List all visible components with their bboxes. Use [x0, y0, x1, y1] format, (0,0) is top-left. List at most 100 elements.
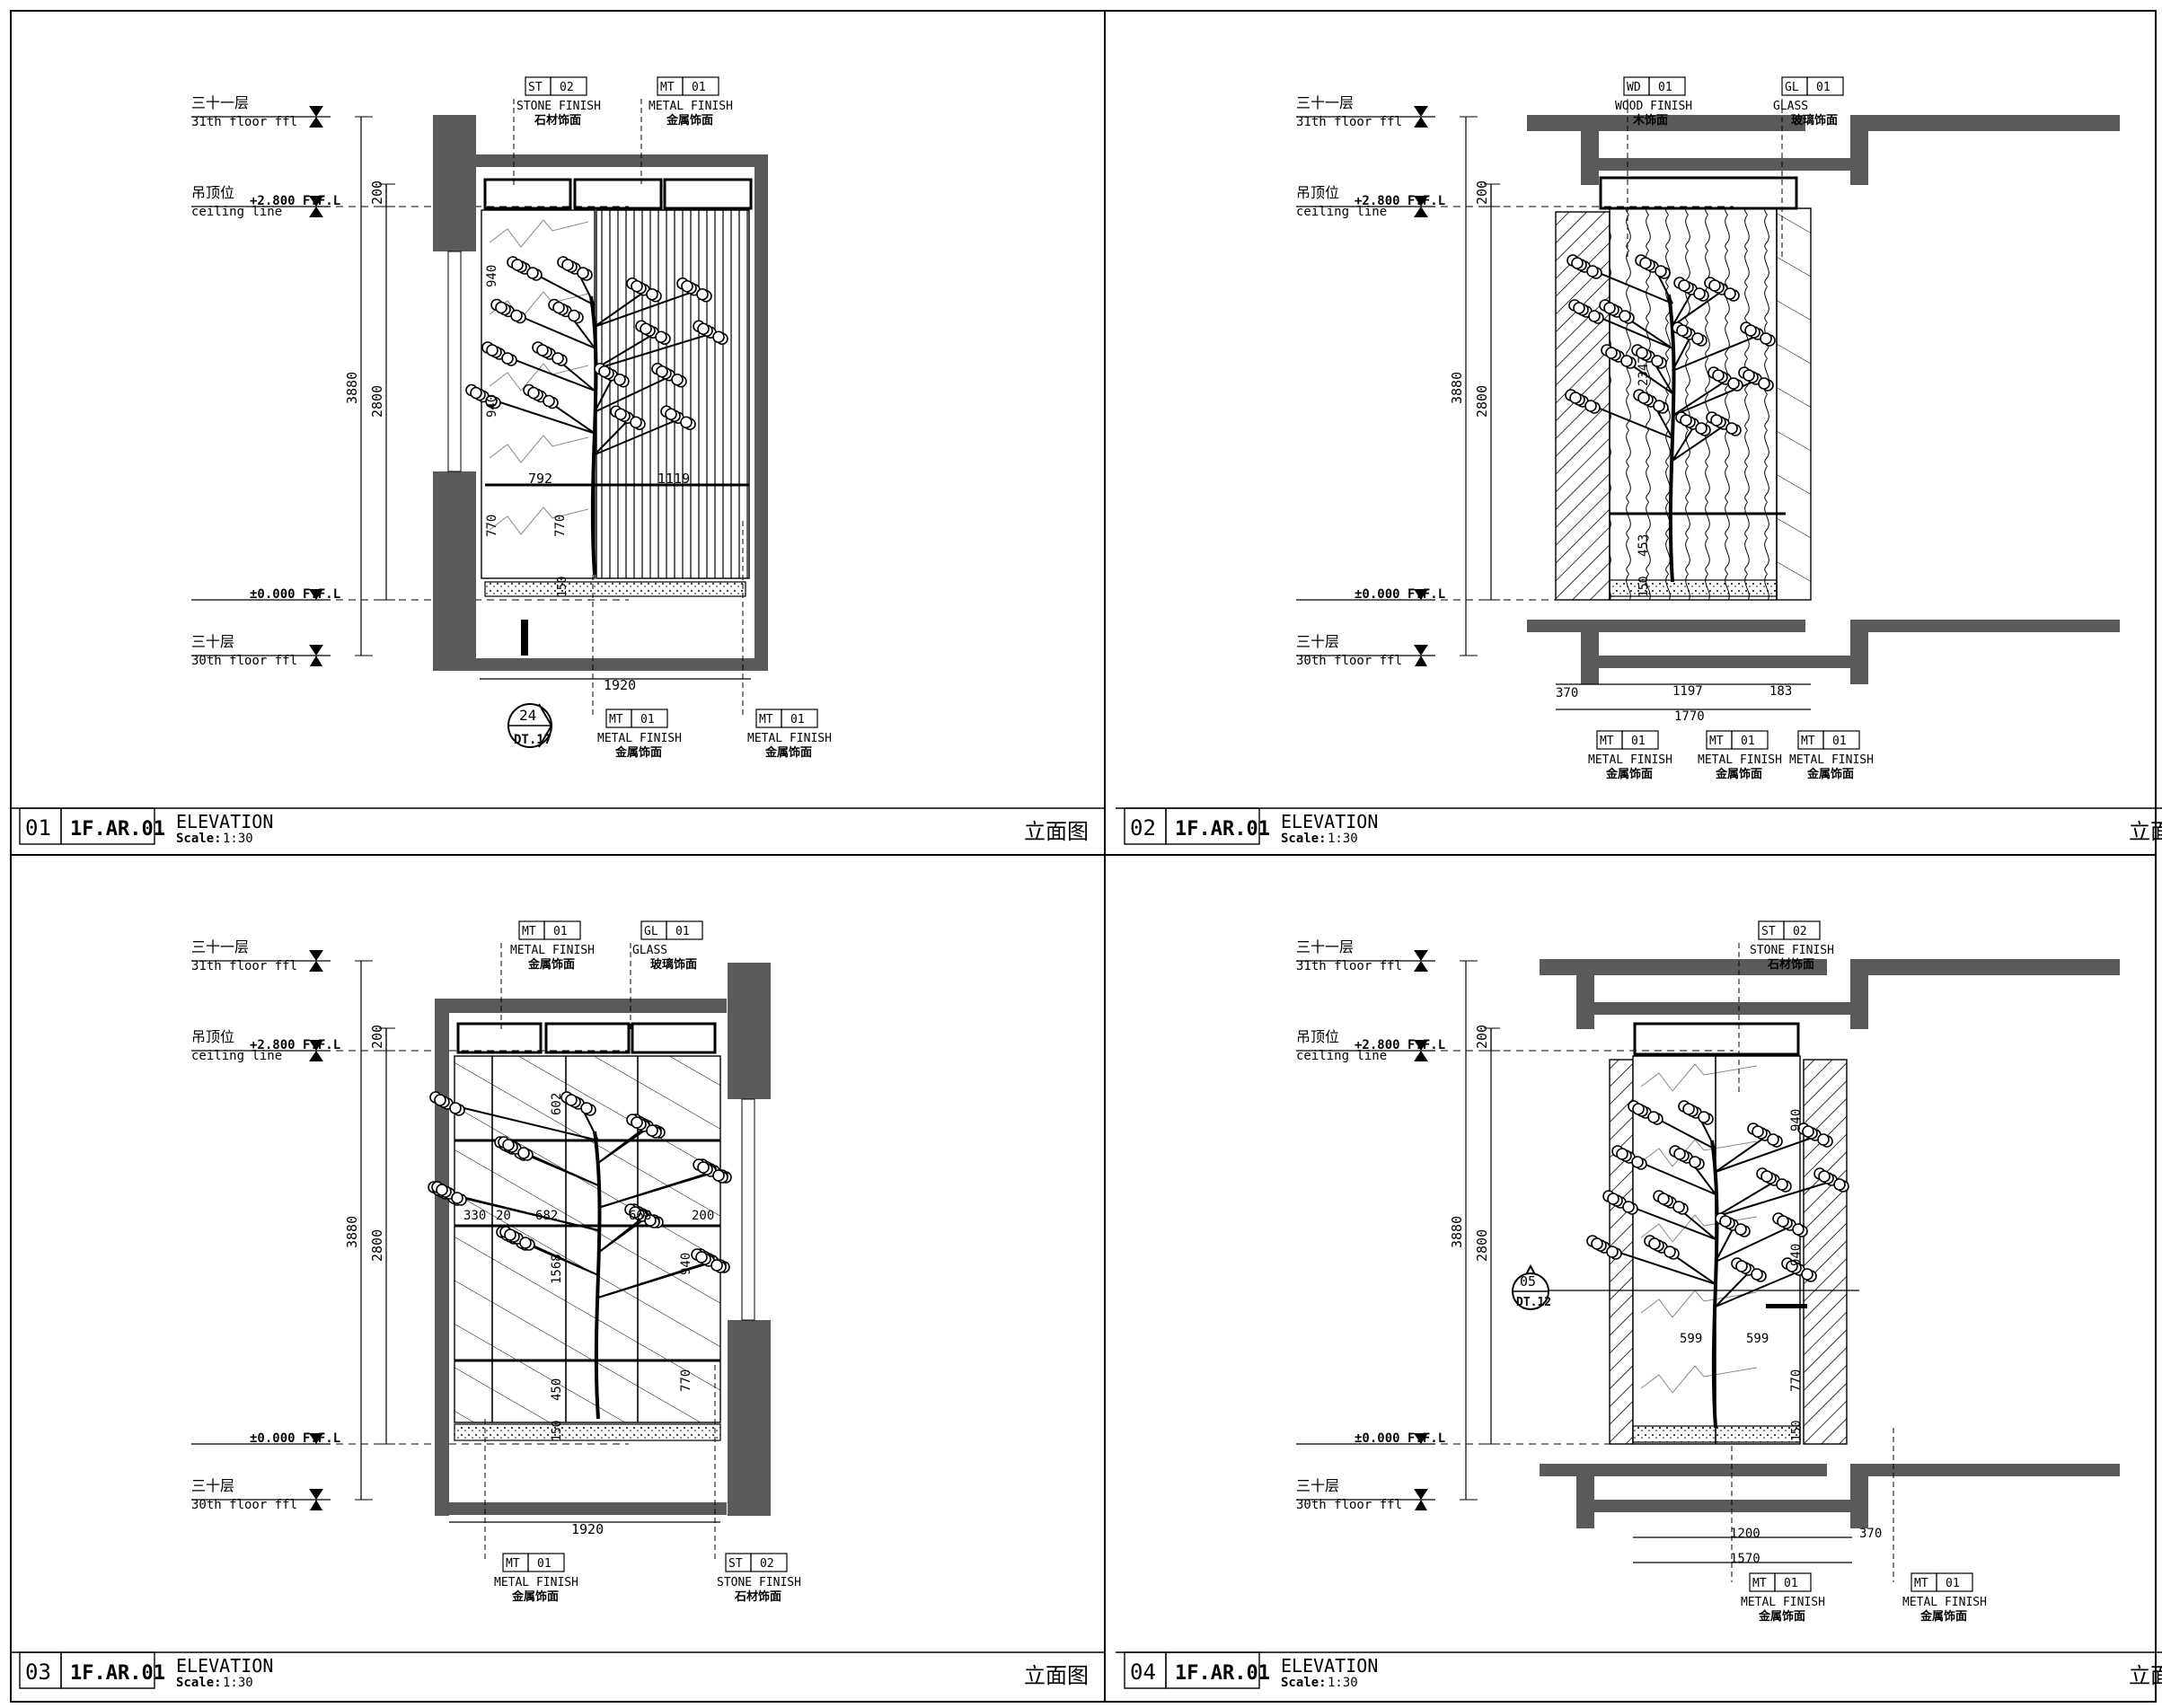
wall-bottom	[435, 1502, 727, 1515]
tag-mt01-top-num-box	[543, 920, 581, 940]
level-31-en: 31th floor ffl	[1296, 115, 1402, 129]
tree-04-leaf	[1616, 1148, 1628, 1160]
callout-ref: DT.17	[514, 733, 552, 747]
level-30-cn: 三十层	[1296, 633, 1339, 650]
tree-04-leaf	[1591, 1237, 1603, 1250]
tree-01-branch	[594, 374, 672, 413]
title-ref: 1F.AR.01	[70, 818, 165, 841]
tag-gl01-code: GL	[1785, 81, 1799, 94]
tree-04-leaf	[1631, 1156, 1644, 1168]
tree-02-leaf	[1708, 279, 1721, 292]
title-scale-label: Scale:	[176, 832, 222, 846]
tree-04-leaf	[1786, 1260, 1798, 1272]
dim-1920: 1920	[604, 677, 636, 693]
tree-01-leaf	[680, 416, 693, 429]
tree-04-leaf	[1632, 1103, 1645, 1115]
tree-02-leaf	[1676, 324, 1689, 337]
tree-02-leaf	[1727, 377, 1740, 390]
title-scale-label: Scale:	[1281, 1676, 1327, 1690]
tree-04-leaf	[1663, 1246, 1676, 1258]
tag-mt01-b-num: 01	[1946, 1577, 1960, 1590]
level-ffl-marker	[1414, 1433, 1428, 1444]
tag-st02-num: 02	[1793, 925, 1807, 938]
tree-02-leaf	[1651, 355, 1663, 367]
tree-04-leaf	[1689, 1156, 1701, 1168]
stone-veins-vein	[1640, 1063, 1757, 1092]
tree-02-leaf	[1712, 369, 1725, 382]
tag-st02-code: ST	[1761, 925, 1776, 938]
slab-bot-right	[1850, 620, 2120, 632]
tree-01-leaf	[598, 365, 611, 378]
level-31-cn: 三十一层	[191, 938, 249, 955]
dim-1200: 1200	[1730, 1527, 1760, 1541]
tree-01-branch	[594, 418, 681, 456]
level-30-cn: 三十层	[191, 633, 234, 650]
tag-mt01-top-num-box	[682, 76, 719, 96]
tree-04-leaf	[1767, 1133, 1779, 1146]
title-cn: 立面图	[2129, 819, 2162, 844]
dim-200: 200	[369, 180, 385, 205]
dim-450: 450	[550, 1378, 564, 1401]
dim-770: 770	[679, 1369, 693, 1392]
dim-1119: 1119	[657, 471, 690, 487]
level-30-marker	[309, 645, 323, 656]
dim-3880: 3880	[344, 372, 360, 404]
stone-veins-vein	[1640, 1214, 1757, 1243]
tree-04-leaf	[1672, 1201, 1685, 1213]
window-jamb	[447, 251, 462, 472]
tree-02-leaf	[1586, 265, 1599, 277]
dim-602: 602	[550, 1093, 564, 1115]
dim-1770: 1770	[1674, 709, 1705, 724]
dim-3880: 3880	[1449, 372, 1465, 404]
tag-gl01-en: GLASS	[1773, 100, 1808, 113]
tag-gl01-cn: 玻璃饰面	[650, 957, 697, 972]
tree-04-leaf	[1607, 1193, 1619, 1205]
tree-01-leaf	[697, 322, 710, 336]
sheet-frame	[10, 10, 2157, 1703]
level-30-marker	[1414, 1489, 1428, 1500]
level-30-marker-b	[1415, 656, 1427, 666]
tag-mt-a-cn: 金属饰面	[1605, 767, 1653, 781]
tag-mt-b-num-box	[1731, 730, 1769, 750]
level-30-en: 30th floor ffl	[1296, 1498, 1402, 1512]
title-scale-label: Scale:	[176, 1676, 222, 1690]
level-31-cn: 三十一层	[1296, 938, 1354, 955]
title-number: 01	[25, 815, 51, 841]
beam-left	[1576, 975, 1594, 1029]
beam-right	[1850, 975, 1868, 1029]
level-31-marker	[1414, 106, 1428, 117]
tree-02-leaf	[1680, 414, 1692, 427]
dim-20: 20	[496, 1209, 511, 1223]
tag-mt-a-num-box	[1621, 730, 1659, 750]
tree-04-leaf	[1792, 1223, 1805, 1236]
ceiling-soffit	[1594, 1002, 1855, 1015]
tag-mt01-top-code: MT	[522, 925, 536, 938]
tree-03-leaf	[434, 1094, 446, 1106]
dim-200: 200	[1474, 180, 1490, 205]
title-number: 02	[1130, 815, 1156, 841]
tag-mt-b-num: 01	[1741, 735, 1755, 748]
level-30-marker-b	[310, 656, 322, 666]
slab-bot-right	[1850, 1464, 2120, 1476]
tag-wd01-en: WOOD FINISH	[1615, 100, 1692, 113]
tag-mt-a-num: 01	[1631, 735, 1646, 748]
tree-02-leaf	[1637, 392, 1650, 404]
level-ceiling-marker-b	[309, 1051, 323, 1061]
tree-02-leaf	[1653, 400, 1665, 412]
title-elevation: ELEVATION	[1281, 1655, 1378, 1677]
dim-150: 150	[1637, 577, 1651, 597]
tree-04-leaf	[1802, 1125, 1814, 1138]
level-ceiling-marker	[1414, 196, 1428, 207]
level-ceiling-marker	[309, 1040, 323, 1051]
tag-wd01-cn: 木饰面	[1632, 113, 1668, 128]
callout-num: 24	[519, 707, 536, 724]
dim-940-a: 940	[1789, 1109, 1804, 1131]
level-31-marker-b	[309, 117, 323, 128]
tree-04-leaf	[1735, 1260, 1748, 1272]
tree-01-leaf	[501, 352, 514, 365]
tag-mt01-top-en: METAL FINISH	[510, 944, 595, 957]
tag-st02-bot-code: ST	[728, 1557, 743, 1571]
beam-bot-right	[1850, 1476, 1868, 1528]
tree-04-leaf	[1734, 1223, 1747, 1236]
tree-01-leaf	[568, 309, 580, 322]
